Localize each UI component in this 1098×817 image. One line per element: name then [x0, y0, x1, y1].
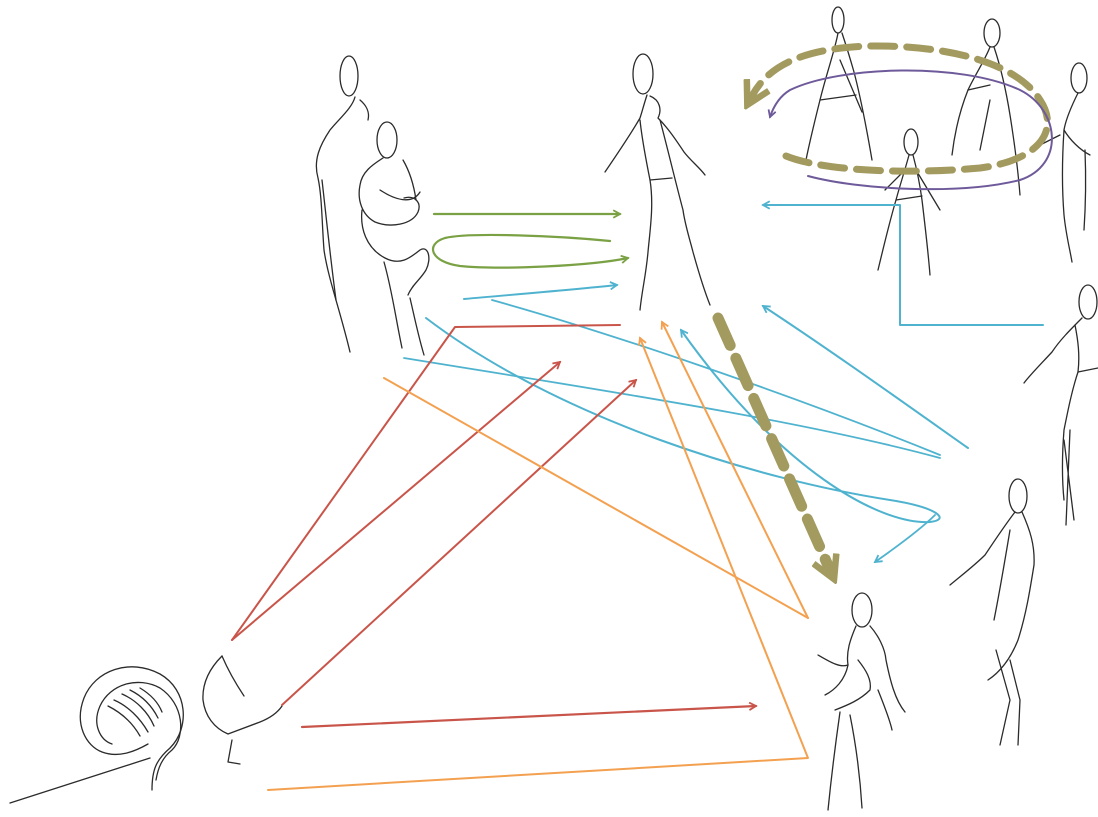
orange-arrow-from-lamp — [267, 338, 809, 791]
olive-dashed-loop — [752, 42, 1051, 175]
blue-arrow-long-sweep — [425, 317, 941, 524]
red-line-top — [231, 324, 621, 641]
right-edge-person-top — [1029, 62, 1091, 263]
orange-arrow-to-center — [662, 322, 809, 619]
center-person — [604, 53, 711, 311]
blue-arrow-from-right-edge — [763, 205, 1044, 326]
camera-icon — [202, 655, 283, 765]
seated-subject — [817, 592, 906, 811]
blue-flows — [403, 205, 1044, 562]
lamp-icon — [9, 666, 184, 804]
standing-person-left — [315, 55, 370, 353]
blue-arrow-diagonal-upper — [763, 306, 969, 449]
orange-line-left — [383, 377, 809, 619]
seated-person-left — [358, 121, 430, 356]
red-arrow-camera-to-center — [281, 380, 636, 706]
blue-arrow-to-subject — [491, 299, 941, 562]
green-flows — [432, 214, 628, 269]
olive-flows — [712, 42, 1051, 570]
purple-flows — [770, 69, 1053, 191]
red-arrow-camera-to-couple — [231, 362, 560, 641]
orange-flows — [267, 322, 809, 791]
purple-loop-arrow — [770, 69, 1053, 191]
right-person-lower — [949, 478, 1035, 746]
blue-arrow-cross — [403, 357, 941, 459]
top-right-person-a — [805, 6, 873, 161]
right-person-middle — [1023, 284, 1098, 526]
green-arrow-loop — [432, 233, 628, 269]
olive-dashed-arrow-down — [712, 312, 830, 570]
top-right-person-c — [877, 128, 941, 276]
red-arrow-camera-to-subject — [300, 706, 756, 729]
blue-arrow-to-center-left — [463, 285, 617, 300]
red-flows — [231, 324, 756, 729]
